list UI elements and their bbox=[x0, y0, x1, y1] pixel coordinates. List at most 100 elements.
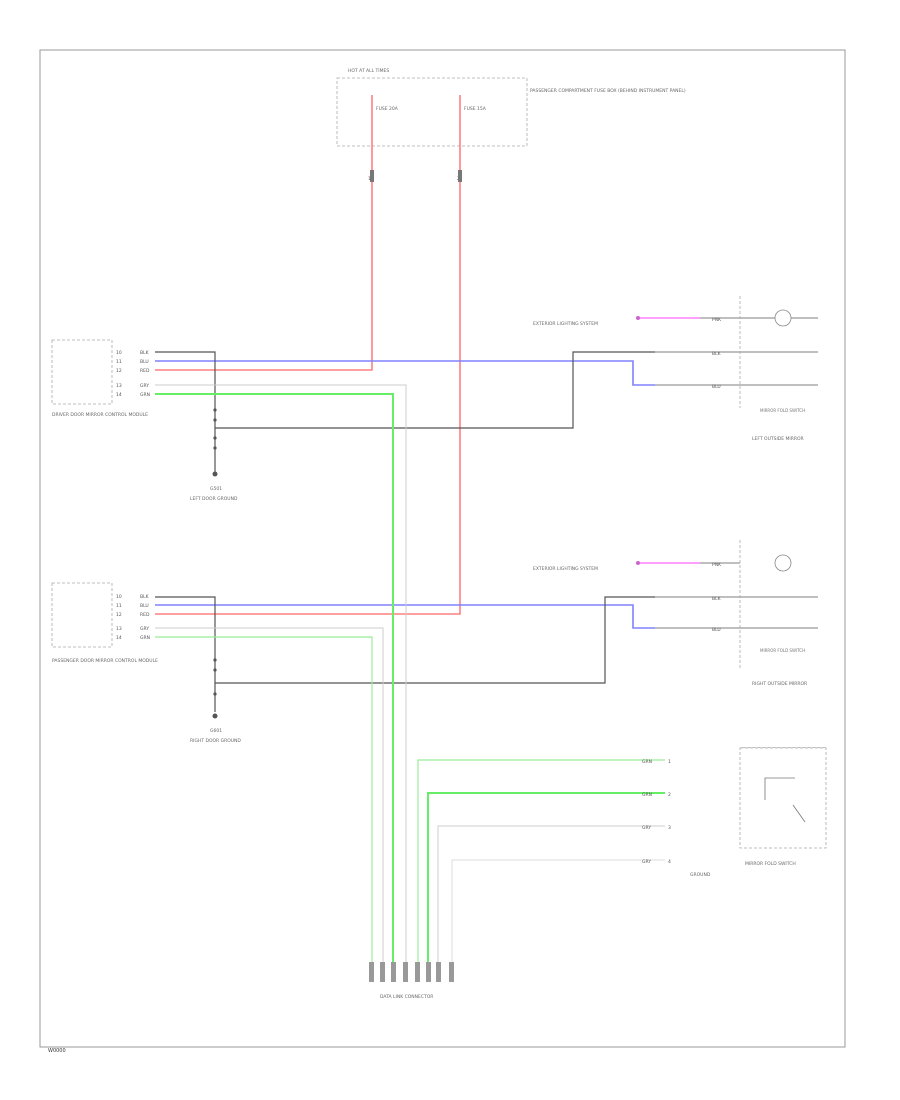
marker-b bbox=[458, 170, 462, 182]
passenger-module-box bbox=[51, 582, 113, 648]
right-mirror-label: RIGHT OUTSIDE MIRROR bbox=[752, 681, 807, 687]
fuse-box-header: HOT AT ALL TIMES bbox=[348, 68, 389, 74]
left-wire-pnk: PNK bbox=[712, 317, 722, 323]
wire-green-1 bbox=[155, 393, 394, 962]
right-wire-blk: BLK bbox=[712, 596, 722, 602]
right-mirror-motor-icon bbox=[774, 554, 792, 572]
fold-switch-label: MIRROR FOLD SWITCH bbox=[745, 861, 796, 867]
wire-black-2b bbox=[215, 596, 655, 684]
left-wire-blu: BLU bbox=[712, 384, 721, 390]
ground-chain-1 bbox=[212, 408, 218, 477]
connector-pin bbox=[380, 962, 385, 982]
wire-green-4 bbox=[427, 792, 665, 962]
fold-wire-3: GRY bbox=[642, 825, 651, 831]
wire-gray-4 bbox=[451, 859, 665, 962]
wires bbox=[155, 95, 826, 962]
driver-pin: 14 bbox=[116, 392, 122, 398]
driver-module-box bbox=[51, 339, 113, 405]
fold-pin-2: 2 bbox=[668, 792, 671, 798]
fuse-b-label: FUSE 15A bbox=[464, 106, 487, 112]
right-mirror: EXTERIOR LIGHTING SYSTEM PNK BLK BLU MIR… bbox=[533, 540, 807, 687]
left-mirror: EXTERIOR LIGHTING SYSTEM PNK BLK BLU MIR… bbox=[533, 296, 805, 442]
fold-switch: GRN GRN GRY GRY 1 2 3 4 MIRROR FOLD SWIT… bbox=[642, 747, 827, 867]
fold-switch-contact bbox=[764, 777, 795, 800]
ground-dot bbox=[212, 713, 218, 719]
fuse-box-outline bbox=[336, 77, 528, 147]
wire-black-1b bbox=[215, 351, 655, 429]
passenger-module-label: PASSENGER DOOR MIRROR CONTROL MODULE bbox=[52, 658, 158, 664]
driver-pin: 12 bbox=[116, 368, 122, 374]
ground-2-name: G601 bbox=[210, 728, 222, 734]
wire-black-2 bbox=[155, 596, 216, 712]
diagram-frame bbox=[39, 49, 846, 1048]
left-wire-blk: BLK bbox=[712, 351, 722, 357]
pin-dot bbox=[213, 668, 217, 672]
connector-pin bbox=[403, 962, 408, 982]
fold-switch-arm bbox=[792, 804, 806, 823]
driver-wire: RED bbox=[140, 368, 150, 374]
right-wire-pnk: PNK bbox=[712, 562, 722, 568]
pin-dot bbox=[213, 446, 217, 450]
passenger-wire: GRY bbox=[140, 626, 149, 632]
data-link-connector: DATA LINK CONNECTOR bbox=[369, 962, 454, 1000]
left-ext-light-dot bbox=[636, 316, 640, 320]
connector-pin bbox=[415, 962, 420, 982]
left-ext-light-label: EXTERIOR LIGHTING SYSTEM bbox=[533, 321, 598, 327]
wire-gray-1 bbox=[155, 384, 407, 962]
fold-pin-4: 4 bbox=[668, 859, 671, 865]
ground-dot bbox=[212, 471, 218, 477]
pin-dot bbox=[213, 408, 217, 412]
wire-gray-3 bbox=[437, 825, 665, 962]
wire-blue-1 bbox=[155, 360, 655, 386]
wire-black-1 bbox=[155, 351, 216, 472]
fuse-a-label: FUSE 20A bbox=[376, 106, 399, 112]
passenger-pin: 12 bbox=[116, 612, 122, 618]
wire-red-2 bbox=[155, 95, 461, 615]
driver-module: 10 11 12 13 14 BLK BLU RED GRY GRN DRIVE… bbox=[51, 339, 150, 418]
driver-pin: 13 bbox=[116, 383, 122, 389]
passenger-pin: 13 bbox=[116, 626, 122, 632]
passenger-module: 10 11 12 13 14 BLK BLU RED GRY GRN PASSE… bbox=[51, 582, 158, 664]
fold-pin-1: 1 bbox=[668, 759, 671, 765]
driver-module-label: DRIVER DOOR MIRROR CONTROL MODULE bbox=[52, 412, 148, 418]
ground-1-label: LEFT DOOR GROUND bbox=[190, 496, 238, 502]
ground-chain-2 bbox=[212, 658, 218, 719]
passenger-wire: GRN bbox=[140, 635, 150, 641]
pin-dot bbox=[213, 418, 217, 422]
passenger-pin: 10 bbox=[116, 594, 122, 600]
wire-red-1 bbox=[155, 95, 373, 371]
fuse-box: HOT AT ALL TIMES PASSENGER COMPARTMENT F… bbox=[336, 68, 686, 182]
marker-a bbox=[370, 170, 374, 182]
fold-wire-4: GRY bbox=[642, 859, 651, 865]
fold-wire-2: GRN bbox=[642, 792, 652, 798]
driver-pin: 10 bbox=[116, 350, 122, 356]
pin-dot bbox=[213, 692, 217, 696]
connector-pin bbox=[426, 962, 431, 982]
connector-pin bbox=[391, 962, 396, 982]
passenger-pin: 14 bbox=[116, 635, 122, 641]
fuse-pin-a: 1 bbox=[368, 176, 371, 182]
wire-blue-2 bbox=[155, 604, 655, 629]
right-ext-light-dot bbox=[636, 561, 640, 565]
driver-wire: BLK bbox=[140, 350, 150, 356]
connector-pin bbox=[369, 962, 374, 982]
ground-2-label: RIGHT DOOR GROUND bbox=[190, 738, 241, 744]
fuse-feed-markers bbox=[370, 170, 462, 182]
wire-green-3 bbox=[417, 759, 665, 962]
left-mirror-label: LEFT OUTSIDE MIRROR bbox=[752, 436, 804, 442]
fold-pin-3: 3 bbox=[668, 825, 671, 831]
pin-dot bbox=[213, 436, 217, 440]
passenger-wire: BLK bbox=[140, 594, 150, 600]
driver-wire: BLU bbox=[140, 359, 149, 365]
left-mirror-motor-icon bbox=[774, 309, 792, 327]
driver-wire: GRN bbox=[140, 392, 150, 398]
right-wire-blu: BLU bbox=[712, 627, 721, 633]
figure-id: W0000 bbox=[48, 1048, 66, 1054]
right-ext-light-label: EXTERIOR LIGHTING SYSTEM bbox=[533, 566, 598, 572]
passenger-wire: BLU bbox=[140, 603, 149, 609]
fold-switch-box bbox=[739, 747, 827, 849]
ground-1-name: G501 bbox=[210, 486, 222, 492]
passenger-wire: RED bbox=[140, 612, 150, 618]
connector-label: DATA LINK CONNECTOR bbox=[380, 994, 433, 1000]
